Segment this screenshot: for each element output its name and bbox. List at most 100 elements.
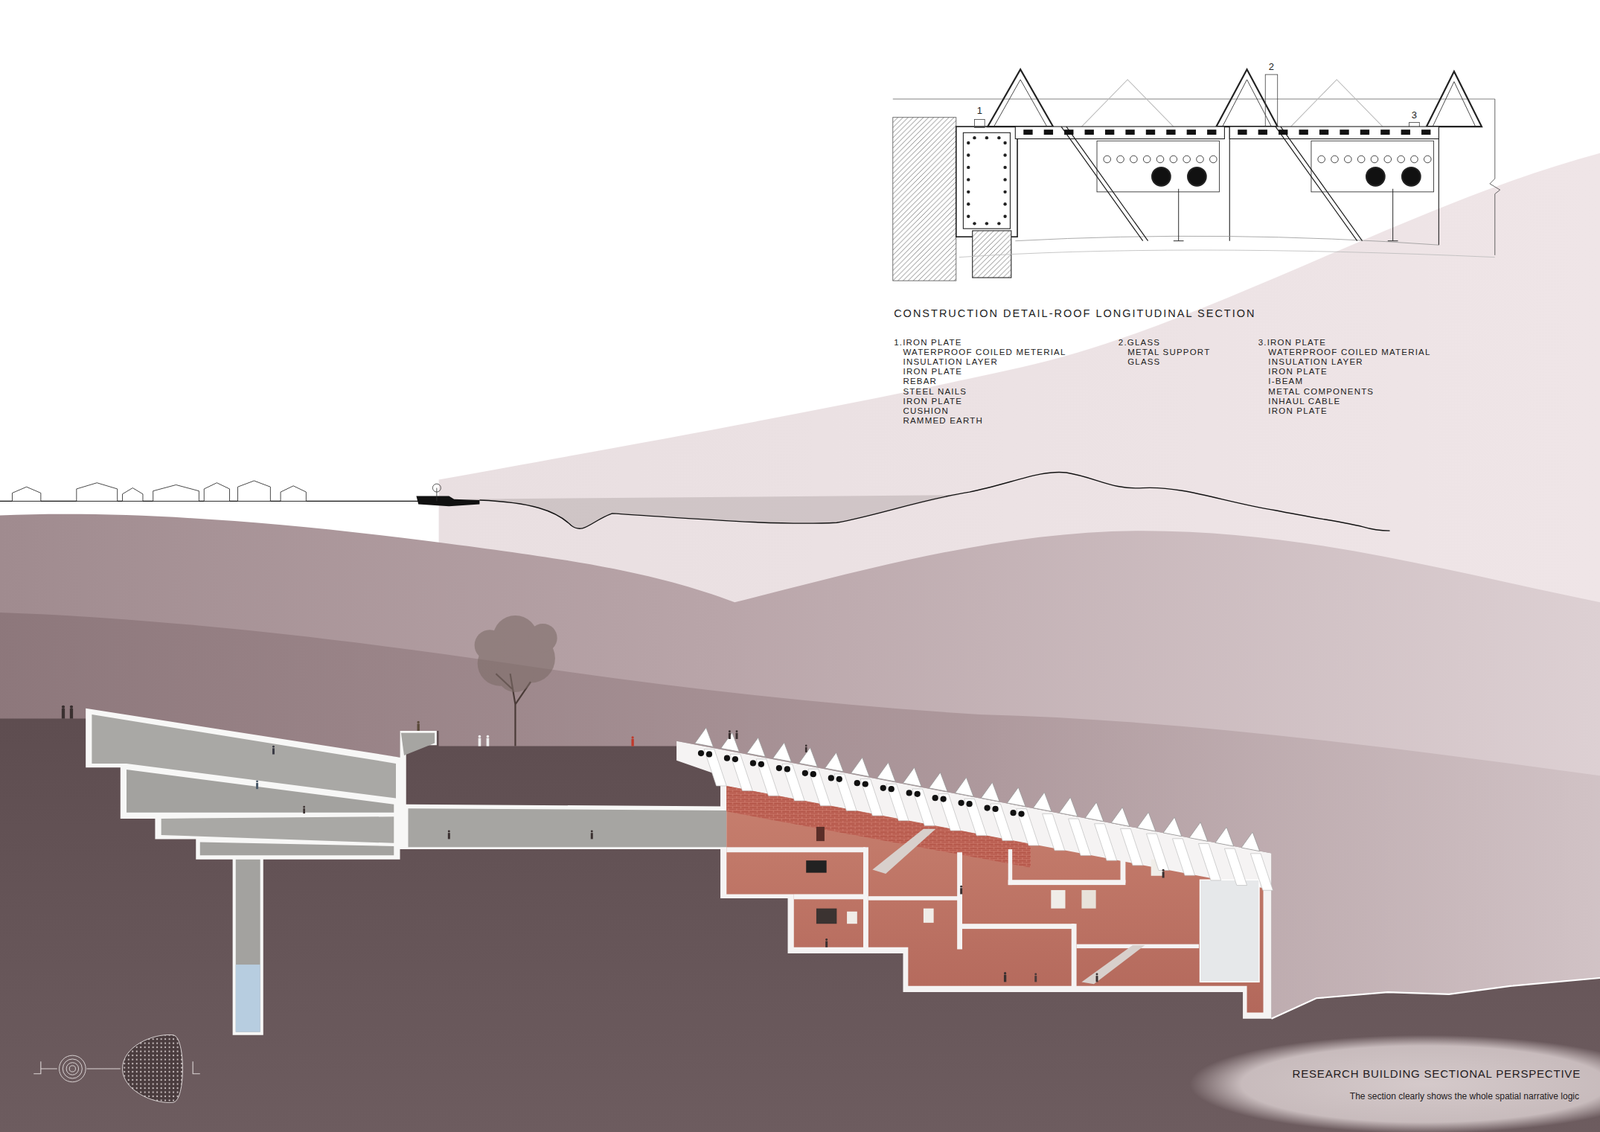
- i-beam-mark: [1278, 129, 1288, 135]
- callout-number: 2: [1268, 61, 1275, 73]
- i-beam-mark: [1207, 129, 1216, 135]
- i-beam-mark: [1339, 129, 1349, 135]
- i-beam-mark: [1299, 129, 1309, 135]
- rebar: [972, 221, 976, 225]
- person-body: [590, 832, 594, 839]
- component-ring: [1423, 155, 1432, 163]
- material-list-item: IRON PLATE: [1268, 366, 1328, 377]
- component-ring: [1169, 155, 1178, 163]
- component-ring: [1410, 155, 1419, 163]
- component-ring: [1370, 155, 1379, 163]
- roof-hole: [698, 750, 704, 757]
- title-ground: [1189, 1035, 1600, 1132]
- roof-fin: [1172, 838, 1195, 876]
- person: [590, 830, 594, 840]
- roof-hole: [1009, 809, 1016, 816]
- landscape-wall: [85, 708, 727, 1036]
- material-list-item: METAL SUPPORT: [1127, 347, 1211, 358]
- component-ring: [1196, 155, 1205, 163]
- material-list-item: 2.GLASS: [1118, 337, 1161, 348]
- rebar: [985, 221, 989, 225]
- i-beam-mark: [1125, 129, 1135, 135]
- roof-hole: [810, 770, 817, 777]
- ring: [62, 1058, 82, 1079]
- people: [61, 705, 1165, 983]
- i-beam-mark: [1258, 129, 1268, 135]
- material-list-item: IRON PLATE: [1268, 406, 1328, 416]
- key-line: [40, 1067, 121, 1069]
- person-body: [1003, 974, 1007, 983]
- roof-hole: [983, 804, 990, 811]
- i-beam-mark: [1237, 129, 1247, 135]
- material-list-item: IRON PLATE: [902, 396, 963, 407]
- wall: [1120, 846, 1126, 883]
- perspective-line: [959, 250, 1496, 258]
- floor-slab: [868, 896, 960, 900]
- artwork: [1081, 890, 1096, 909]
- i-beam-mark: [1421, 129, 1431, 135]
- rebar: [1003, 177, 1007, 181]
- roof-tooth: [1111, 807, 1130, 827]
- material-list-item: INHAUL CABLE: [1268, 396, 1341, 407]
- roof-hole: [958, 800, 965, 806]
- i-beam-mark: [1166, 129, 1176, 135]
- person-head: [69, 705, 73, 709]
- rebar: [966, 190, 970, 194]
- material-list-item: 3.IRON PLATE: [1258, 337, 1327, 348]
- roof-segment: [1015, 126, 1225, 242]
- material-list-item: GLASS: [1127, 357, 1161, 367]
- rebar: [966, 165, 970, 169]
- roof-hole: [854, 779, 861, 786]
- i-beam-mark: [1186, 129, 1196, 135]
- roof-tooth: [1189, 822, 1208, 842]
- roof-tooth: [1058, 797, 1078, 817]
- roof-fin: [1146, 833, 1170, 870]
- person: [69, 705, 73, 719]
- person-body: [256, 782, 259, 789]
- glass-pane: [1061, 126, 1149, 242]
- roof-fin: [756, 759, 779, 796]
- callout-tag: [974, 119, 985, 128]
- roof-hole: [862, 780, 869, 787]
- roof-tooth: [851, 757, 870, 777]
- roof-hole: [706, 750, 713, 757]
- person: [1003, 971, 1007, 982]
- person-head: [448, 830, 451, 833]
- house: [237, 480, 271, 501]
- component-ring: [1210, 155, 1218, 163]
- material-list-item: INSULATION LAYER: [902, 357, 998, 367]
- wall: [957, 852, 963, 949]
- person-head: [1034, 973, 1037, 976]
- person-head: [1096, 973, 1099, 976]
- tree-canopy: [497, 655, 534, 693]
- component-ring: [1117, 155, 1125, 163]
- person: [61, 705, 65, 719]
- material-list-item: RAMMED EARTH: [902, 416, 983, 426]
- component-ring: [1183, 155, 1191, 163]
- ramp: [126, 769, 394, 813]
- person-body: [1096, 975, 1099, 982]
- tree-canopy: [474, 615, 558, 693]
- roof-hole: [758, 761, 765, 768]
- person: [448, 830, 451, 840]
- wall: [863, 846, 869, 949]
- cable-strut: [1173, 189, 1184, 242]
- floor-slab: [962, 923, 1075, 929]
- person-head: [1162, 869, 1165, 872]
- cable-pipe: [1402, 167, 1421, 187]
- roof-hole: [750, 759, 757, 766]
- ring: [66, 1062, 79, 1075]
- i-beam-mark: [1044, 129, 1054, 135]
- wall-core: [962, 132, 1010, 229]
- rebar: [1003, 202, 1007, 206]
- person-head: [478, 735, 482, 739]
- site-profile-line: [479, 471, 1390, 531]
- rebar: [1003, 141, 1007, 145]
- roof-slab: [1229, 126, 1439, 139]
- person: [960, 885, 963, 895]
- i-beam-mark: [1085, 129, 1094, 135]
- person-head: [736, 730, 739, 733]
- rebar: [1003, 190, 1007, 194]
- earth-hatch: [893, 117, 957, 281]
